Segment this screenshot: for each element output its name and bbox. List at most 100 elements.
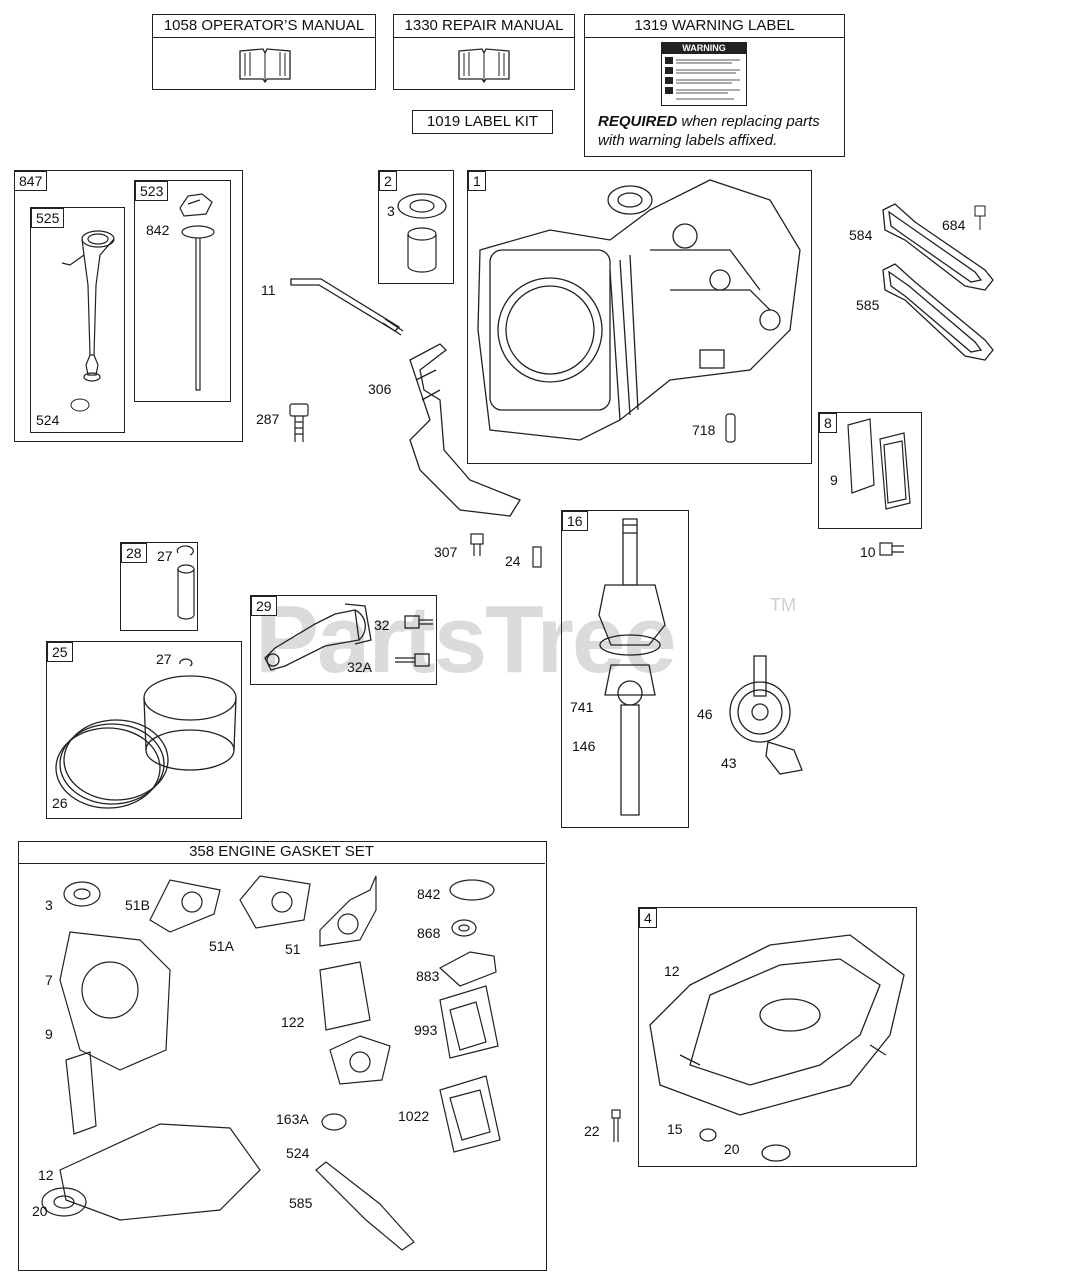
label-27b[interactable]: 27	[156, 651, 172, 667]
label-842b[interactable]: 842	[417, 886, 441, 902]
label-43[interactable]: 43	[721, 755, 737, 771]
label-24[interactable]: 24	[505, 553, 521, 569]
bolt-10-drawing	[879, 542, 904, 556]
warning-label-title: 1319 WARNING LABEL	[585, 15, 844, 38]
key-24-drawing	[532, 546, 542, 568]
label-32[interactable]: 32	[374, 617, 390, 633]
label-741[interactable]: 741	[570, 699, 594, 715]
label-524[interactable]: 524	[36, 412, 60, 428]
bolt-307-drawing	[470, 533, 484, 556]
label-12[interactable]: 12	[38, 1167, 54, 1183]
label-1022[interactable]: 1022	[398, 1108, 430, 1124]
label-584[interactable]: 584	[849, 227, 873, 243]
label-307[interactable]: 307	[434, 544, 458, 560]
group-525-box	[30, 207, 125, 433]
label-122[interactable]: 122	[281, 1014, 305, 1030]
warning-sticker-title: WARNING	[662, 43, 746, 54]
piston-pin-drawing	[176, 545, 195, 620]
dipstick-drawing	[179, 193, 215, 391]
group-847-box	[14, 170, 243, 442]
label-3[interactable]: 3	[387, 203, 395, 219]
crankshaft-drawing	[598, 518, 666, 816]
group-1-box	[467, 170, 812, 464]
label-842[interactable]: 842	[146, 222, 170, 238]
label-12b[interactable]: 12	[664, 963, 680, 979]
label-22[interactable]: 22	[584, 1123, 600, 1139]
label-20b[interactable]: 20	[724, 1141, 740, 1157]
group-25-tag[interactable]: 25	[47, 642, 73, 662]
group-2-tag[interactable]: 2	[379, 171, 397, 191]
group-4-tag[interactable]: 4	[639, 908, 657, 928]
operators-manual-title: 1058 OPERATOR’S MANUAL	[153, 15, 375, 38]
group-1-tag[interactable]: 1	[468, 171, 486, 191]
cam-gear-drawing	[729, 655, 803, 775]
label-51A[interactable]: 51A	[209, 938, 234, 954]
required-line2: with warning labels affixed.	[598, 132, 778, 149]
label-684[interactable]: 684	[942, 217, 966, 233]
sump-drawing	[649, 934, 905, 1162]
piston-drawing	[55, 658, 237, 809]
operators-manual-box[interactable]: 1058 OPERATOR’S MANUAL	[152, 14, 376, 90]
label-868[interactable]: 868	[417, 925, 441, 941]
bolt-22-drawing	[611, 1109, 621, 1142]
repair-manual-title: 1330 REPAIR MANUAL	[394, 15, 574, 38]
group-8-tag[interactable]: 8	[819, 413, 837, 433]
label-585b[interactable]: 585	[289, 1195, 313, 1211]
group-523-tag[interactable]: 523	[135, 181, 169, 201]
shield-drawing	[409, 343, 521, 517]
warning-label-box[interactable]: 1319 WARNING LABEL WARNING	[584, 14, 845, 157]
gasket-set-box	[18, 841, 547, 1271]
label-10[interactable]: 10	[860, 544, 876, 560]
label-287[interactable]: 287	[256, 411, 280, 427]
cylinder-block-drawing	[477, 179, 801, 441]
group-29-tag[interactable]: 29	[251, 596, 277, 616]
valve-cover-drawing	[847, 418, 911, 510]
label-20[interactable]: 20	[32, 1203, 48, 1219]
group-28-tag[interactable]: 28	[121, 543, 147, 563]
group-29-box	[250, 595, 437, 685]
watermark-tm: TM	[770, 595, 796, 615]
label-306[interactable]: 306	[368, 381, 392, 397]
gasket-584-585-drawing	[882, 203, 994, 361]
group-16-tag[interactable]: 16	[562, 511, 588, 531]
label-kit-box[interactable]: 1019 LABEL KIT	[412, 110, 553, 134]
label-524b[interactable]: 524	[286, 1145, 310, 1161]
label-11[interactable]: 11	[261, 282, 276, 298]
dipstick-tube-drawing	[61, 230, 115, 412]
group-847-tag[interactable]: 847	[14, 171, 48, 191]
label-3b[interactable]: 3	[45, 897, 53, 913]
group-28-box	[120, 542, 198, 631]
bearing-drawing	[397, 193, 447, 273]
group-525-tag[interactable]: 525	[31, 208, 65, 228]
repair-manual-box[interactable]: 1330 REPAIR MANUAL	[393, 14, 575, 90]
label-9b[interactable]: 9	[45, 1026, 53, 1042]
label-46[interactable]: 46	[697, 706, 713, 722]
gasket-set-title: 358 ENGINE GASKET SET	[18, 841, 545, 864]
label-146[interactable]: 146	[572, 738, 596, 754]
label-883[interactable]: 883	[416, 968, 440, 984]
label-26[interactable]: 26	[52, 795, 68, 811]
group-8-box	[818, 412, 922, 529]
label-51[interactable]: 51	[285, 941, 301, 957]
group-25-box	[46, 641, 242, 819]
required-note: REQUIRED when replacing parts with warni…	[598, 112, 820, 150]
label-15[interactable]: 15	[667, 1121, 683, 1137]
book-icon	[239, 48, 291, 84]
group-4-box	[638, 907, 917, 1167]
label-7[interactable]: 7	[45, 972, 53, 988]
label-27[interactable]: 27	[157, 548, 173, 564]
pin-718-drawing	[725, 413, 736, 443]
label-585[interactable]: 585	[856, 297, 880, 313]
gasket-set-drawing	[41, 875, 501, 1251]
label-993[interactable]: 993	[414, 1022, 438, 1038]
label-32A[interactable]: 32A	[347, 659, 372, 675]
warning-sticker: WARNING	[661, 42, 747, 106]
group-2-box	[378, 170, 454, 284]
connecting-rod-drawing	[264, 603, 433, 671]
label-51B[interactable]: 51B	[125, 897, 150, 913]
label-718[interactable]: 718	[692, 422, 716, 438]
label-163A[interactable]: 163A	[276, 1111, 309, 1127]
book-icon	[458, 48, 510, 84]
warning-sticker-lines	[665, 57, 740, 100]
label-9[interactable]: 9	[830, 472, 838, 488]
